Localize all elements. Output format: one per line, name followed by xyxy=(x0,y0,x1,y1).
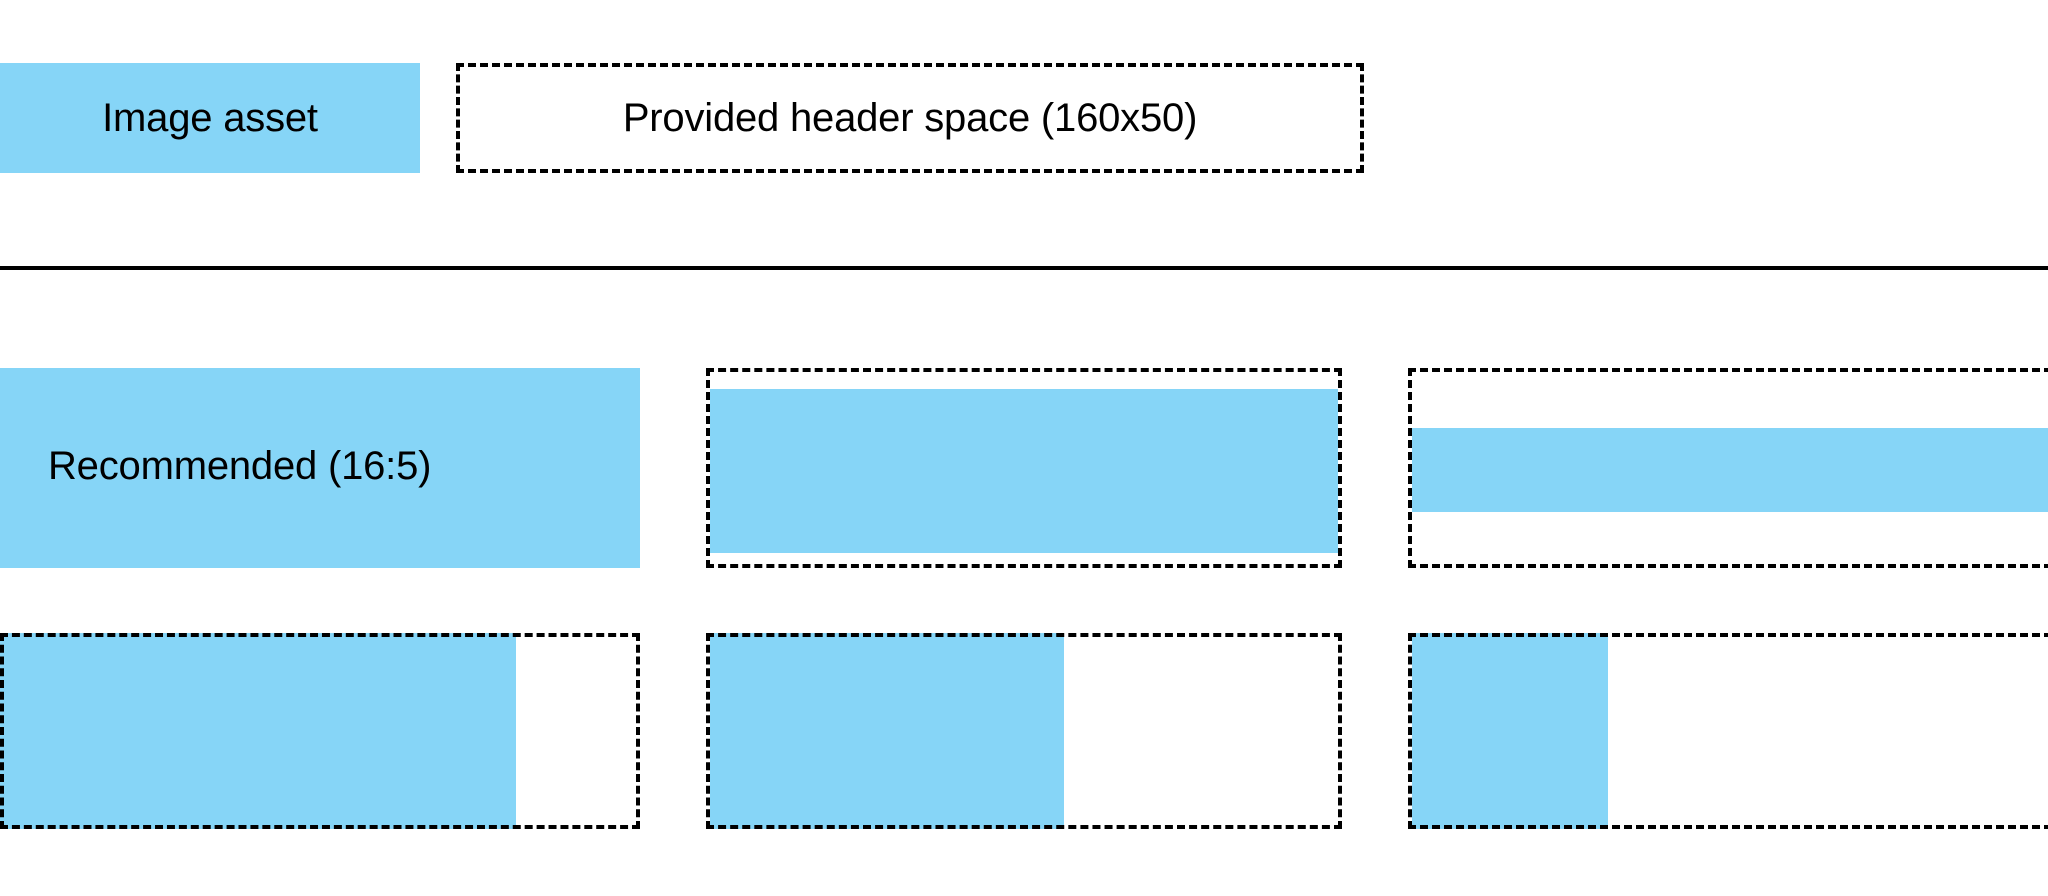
cell-wide-inset-vertical-fill xyxy=(710,389,1338,553)
cell-pillarbox-medium-fill xyxy=(710,633,1064,829)
legend-image-asset-swatch: Image asset xyxy=(0,63,420,173)
cell-16-5-recommended-caption: Recommended (16:5) xyxy=(48,444,432,488)
cell-wide-inset-vertical-frame xyxy=(706,368,1342,568)
cell-16-5-recommended-fill xyxy=(0,368,640,568)
cell-pillarbox-medium-frame xyxy=(706,633,1342,829)
cell-pillarbox-wide-fill xyxy=(0,633,516,829)
cell-wide-letterboxed-frame xyxy=(1408,368,2048,568)
legend-header-space-label: Provided header space (160x50) xyxy=(622,96,1198,140)
cell-wide-letterboxed-fill xyxy=(1412,428,2048,512)
cell-pillarbox-narrow-frame xyxy=(1408,633,2048,829)
cell-pillarbox-narrow-fill xyxy=(1412,633,1608,829)
legend-header-space-frame: Provided header space (160x50) xyxy=(456,63,1364,173)
section-divider xyxy=(0,266,2048,270)
legend-image-asset-label: Image asset xyxy=(102,96,318,140)
cell-pillarbox-wide-frame xyxy=(0,633,640,829)
